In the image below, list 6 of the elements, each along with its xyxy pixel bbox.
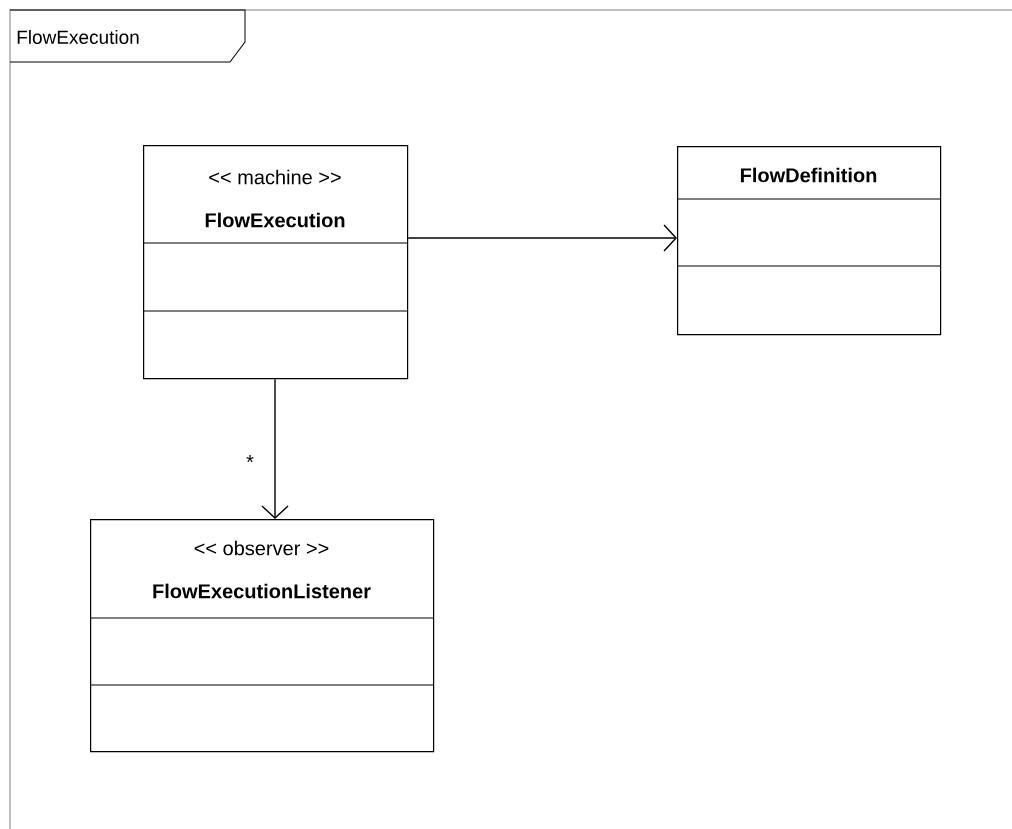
class-box: << machine >> FlowExecution	[142, 145, 409, 380]
arrow	[407, 224, 677, 252]
arrow	[261, 378, 289, 519]
class-box: << observer >> FlowExecutionListener	[89, 519, 435, 753]
multiplicity-label: *	[245, 454, 255, 470]
class-box: FlowDefinition	[676, 146, 942, 336]
